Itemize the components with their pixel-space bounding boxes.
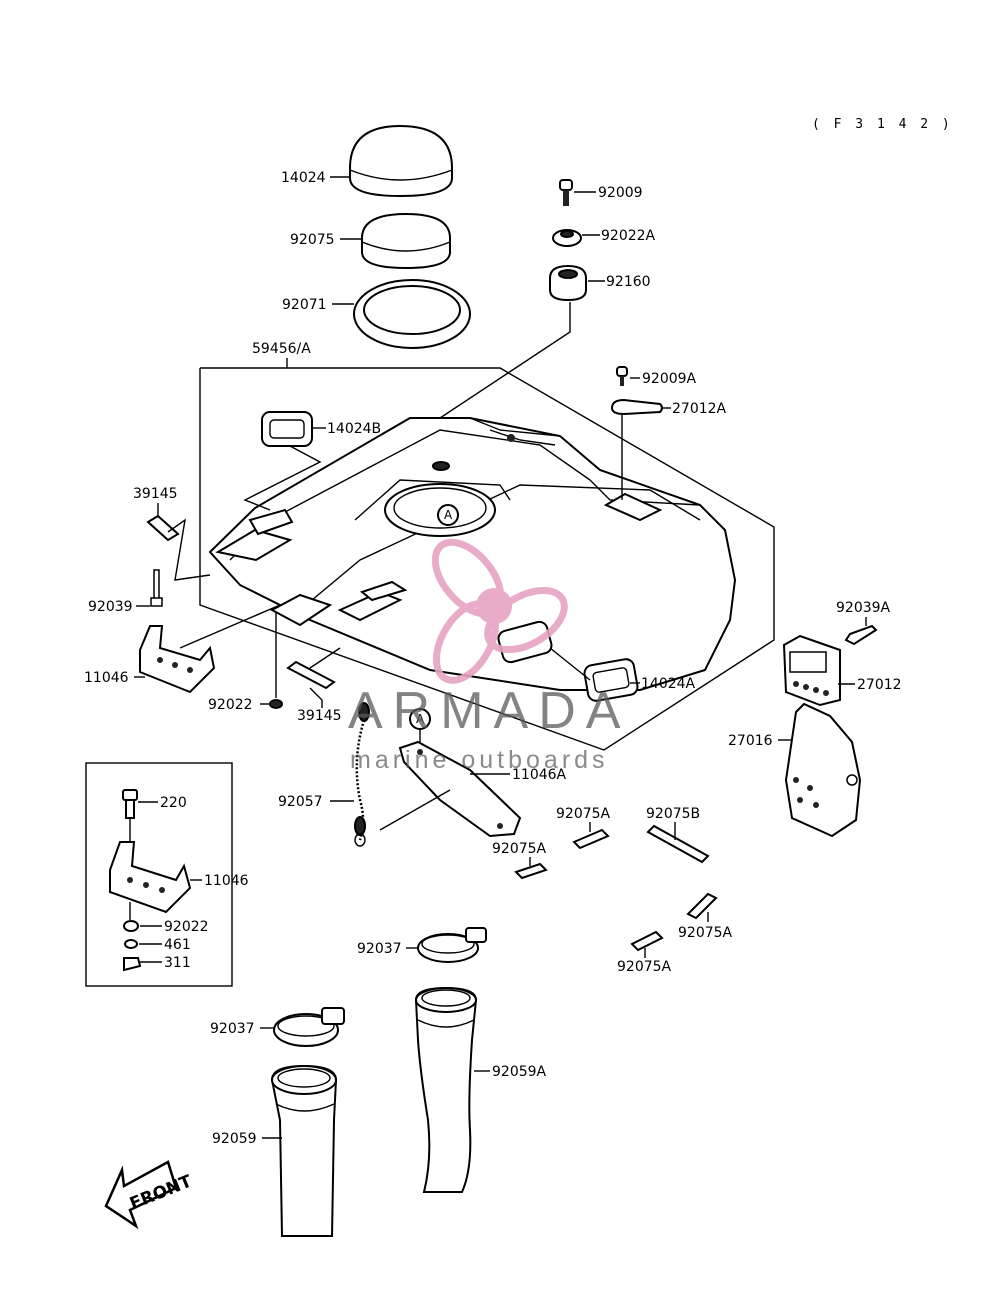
label-220: 220 xyxy=(160,795,187,811)
clamp-92037-lower[interactable] xyxy=(273,1007,345,1047)
label-92075A-2: 92075A xyxy=(492,841,547,857)
label-39145-bot: 39145 xyxy=(297,708,342,724)
label-27012: 27012 xyxy=(857,677,902,693)
pin-92039A[interactable] xyxy=(844,624,878,646)
clamp-92037-upper[interactable] xyxy=(417,927,487,963)
watermark-brand: ARMADA xyxy=(348,682,630,740)
bracket-27016[interactable] xyxy=(784,702,862,838)
washer-92022-main[interactable] xyxy=(269,699,283,709)
strip-92075A-2[interactable] xyxy=(514,862,548,880)
label-92022-inset: 92022 xyxy=(164,919,209,935)
panel-27012[interactable] xyxy=(782,634,841,707)
label-92071: 92071 xyxy=(282,297,327,313)
label-27012A: 27012A xyxy=(672,401,727,417)
cap-92075[interactable] xyxy=(361,212,451,270)
strip-92075B[interactable] xyxy=(646,824,710,864)
inset-box xyxy=(85,762,233,987)
label-92075: 92075 xyxy=(290,232,335,248)
strip-92075A-3[interactable] xyxy=(686,892,718,920)
washer-92022-inset[interactable] xyxy=(123,920,139,932)
grommet-14024B[interactable] xyxy=(261,411,313,447)
label-92057: 92057 xyxy=(278,794,323,810)
watermark-tagline: marine outboards xyxy=(350,746,609,774)
label-92009: 92009 xyxy=(598,185,643,201)
label-92059A: 92059A xyxy=(492,1064,547,1080)
label-14024: 14024 xyxy=(281,170,326,186)
label-14024B: 14024B xyxy=(327,421,381,437)
plate-27012A[interactable] xyxy=(610,398,663,416)
label-92075A-3: 92075A xyxy=(678,925,733,941)
reference-code: ( F 3 1 4 2 ) xyxy=(812,117,953,132)
washer-461[interactable] xyxy=(124,939,138,949)
strap-11046A[interactable] xyxy=(398,740,522,838)
ring-92071[interactable] xyxy=(353,279,471,349)
nut-311[interactable] xyxy=(123,957,142,972)
label-92160: 92160 xyxy=(606,274,651,290)
pad-39145-top[interactable] xyxy=(146,514,180,542)
armada-logo-icon xyxy=(431,538,568,684)
hose-92059[interactable] xyxy=(270,1064,338,1237)
label-27016: 27016 xyxy=(728,733,773,749)
grommet-14024A[interactable] xyxy=(583,658,639,702)
label-92009A: 92009A xyxy=(642,371,697,387)
label-461: 461 xyxy=(164,937,191,953)
label-92075A-1: 92075A xyxy=(556,806,611,822)
grommet-92160[interactable] xyxy=(549,264,587,302)
hose-92059A[interactable] xyxy=(414,986,478,1193)
label-92075A-4: 92075A xyxy=(617,959,672,975)
marker-a-top-label: A xyxy=(444,508,453,522)
screw-92009[interactable] xyxy=(559,179,573,206)
label-92039: 92039 xyxy=(88,599,133,615)
marker-a-top xyxy=(437,504,459,526)
assembly-bracket-line xyxy=(199,367,775,751)
label-92039A: 92039A xyxy=(836,600,891,616)
strip-92075A-4[interactable] xyxy=(630,930,664,952)
label-92075B: 92075B xyxy=(646,806,700,822)
bracket-11046-inset[interactable] xyxy=(109,841,192,914)
cap-14024[interactable] xyxy=(349,124,453,198)
label-92037-upper: 92037 xyxy=(357,941,402,957)
label-11046-inset: 11046 xyxy=(204,873,249,889)
label-311: 311 xyxy=(164,955,191,971)
label-11046-main: 11046 xyxy=(84,670,129,686)
washer-92022A[interactable] xyxy=(552,229,582,247)
bolt-220[interactable] xyxy=(122,789,138,819)
label-92022-main: 92022 xyxy=(208,697,253,713)
pin-92039[interactable] xyxy=(150,569,163,607)
label-39145-top: 39145 xyxy=(133,486,178,502)
cord-92057[interactable] xyxy=(354,702,370,847)
strip-92075A-1[interactable] xyxy=(572,828,610,850)
front-arrow-icon xyxy=(104,1160,178,1230)
label-11046A: 11046A xyxy=(512,767,567,783)
label-92037-lower: 92037 xyxy=(210,1021,255,1037)
label-92059: 92059 xyxy=(212,1131,257,1147)
label-14024A: 14024A xyxy=(641,676,696,692)
pad-39145-bot[interactable] xyxy=(286,660,336,690)
marker-a-bot-label: A xyxy=(416,712,425,726)
label-59456A: 59456/A xyxy=(252,341,311,357)
bracket-11046[interactable] xyxy=(139,625,216,694)
screw-92009A[interactable] xyxy=(616,366,628,386)
label-92022A: 92022A xyxy=(601,228,656,244)
